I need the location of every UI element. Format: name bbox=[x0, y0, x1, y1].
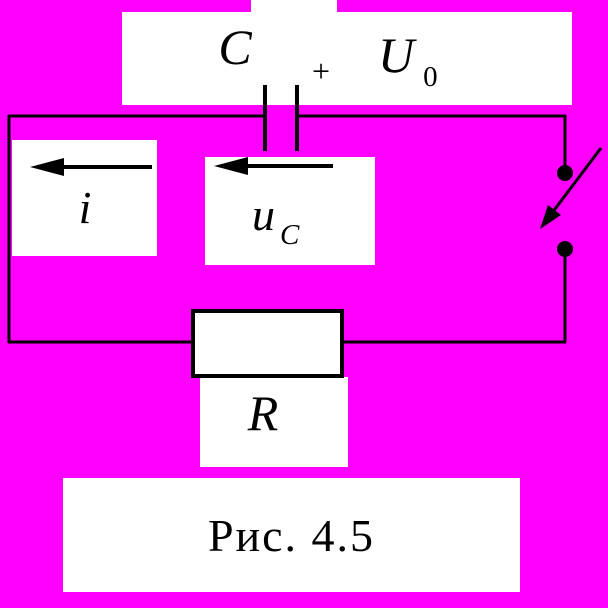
source-voltage-subscript: 0 bbox=[423, 61, 438, 93]
switch-contact-bottom bbox=[557, 241, 573, 257]
switch-blade bbox=[550, 147, 603, 214]
resistor-body bbox=[191, 309, 344, 378]
source-voltage-symbol: U bbox=[378, 27, 415, 83]
switch-blade-arrowhead bbox=[540, 205, 561, 229]
capacitor-voltage-subscript: C bbox=[280, 219, 300, 251]
plus-sign: + bbox=[312, 53, 331, 89]
capacitor-label: C bbox=[218, 19, 252, 75]
top-labels-box-notch bbox=[251, 0, 337, 14]
switch-contact-top bbox=[557, 165, 573, 181]
top-labels-box bbox=[122, 12, 572, 105]
current-label: i bbox=[78, 182, 92, 233]
resistor-label-box bbox=[200, 377, 348, 467]
resistor-label: R bbox=[247, 385, 279, 441]
capacitor-voltage-symbol: u bbox=[252, 189, 275, 240]
figure-caption: Рис. 4.5 bbox=[207, 509, 376, 561]
figure-caption-box: Рис. 4.5 bbox=[63, 478, 520, 592]
capacitor-voltage-label-box bbox=[205, 157, 375, 265]
